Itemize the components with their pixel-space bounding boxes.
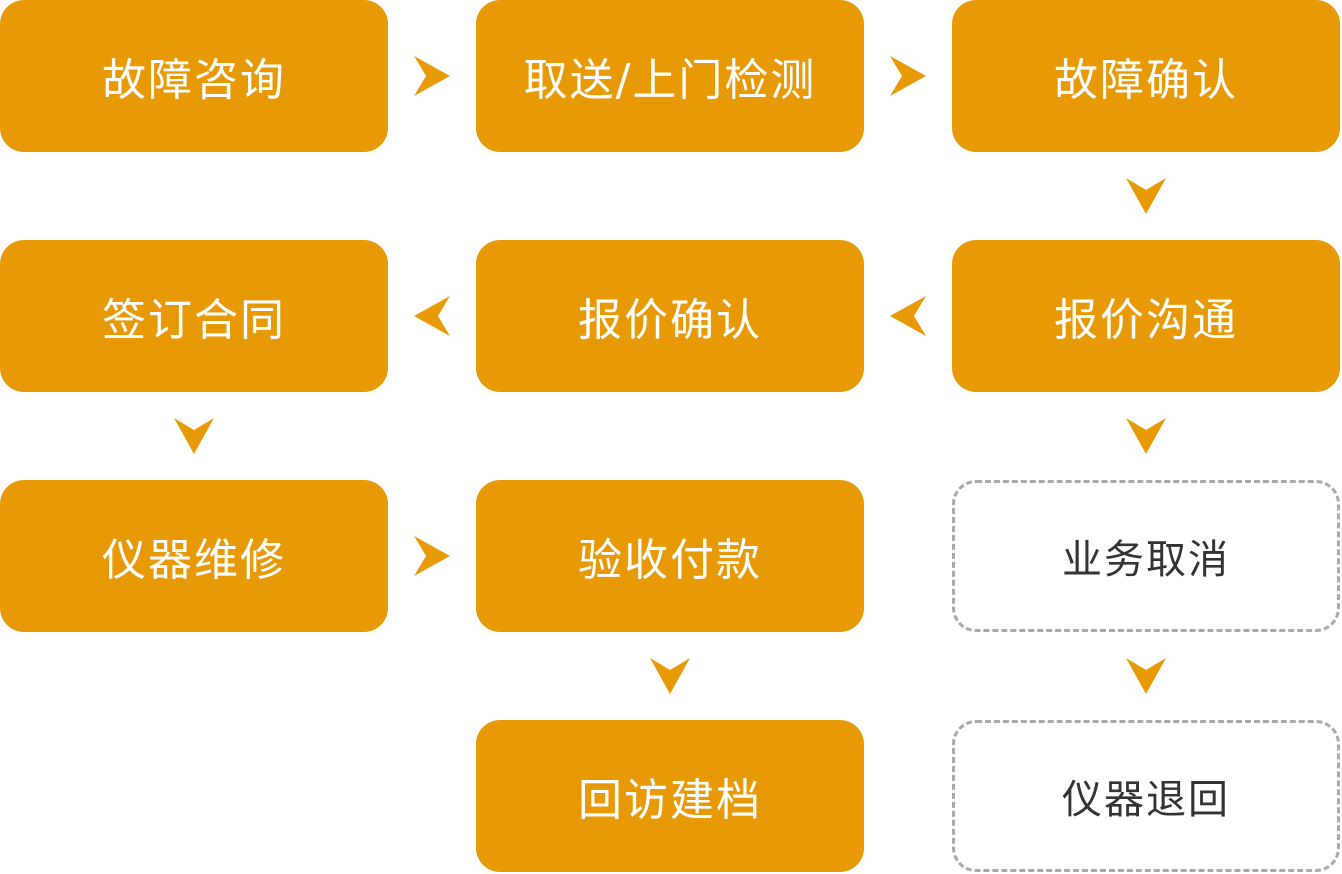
node-label: 报价沟通 (1054, 295, 1238, 346)
node-label: 业务取消 (1062, 537, 1230, 583)
arrow-down-icon (1124, 654, 1168, 698)
node-quote-confirm: 报价确认 (476, 240, 864, 392)
node-instrument-repair: 仪器维修 (0, 480, 388, 632)
node-label: 取送/上门检测 (523, 55, 817, 106)
node-fault-consult: 故障咨询 (0, 0, 388, 152)
node-business-cancel: 业务取消 (952, 480, 1340, 632)
node-label: 回访建档 (578, 775, 762, 826)
node-quote-communicate: 报价沟通 (952, 240, 1340, 392)
arrow-down-icon (1124, 174, 1168, 218)
node-acceptance-payment: 验收付款 (476, 480, 864, 632)
node-sign-contract: 签订合同 (0, 240, 388, 392)
node-label: 验收付款 (578, 535, 762, 586)
node-followup-archive: 回访建档 (476, 720, 864, 872)
arrow-right-icon (410, 534, 454, 578)
arrow-left-icon (410, 294, 454, 338)
node-label: 签订合同 (102, 295, 286, 346)
node-label: 故障咨询 (102, 55, 286, 106)
node-label: 仪器退回 (1062, 777, 1230, 823)
node-label: 故障确认 (1054, 55, 1238, 106)
node-pickup-inspect: 取送/上门检测 (476, 0, 864, 152)
arrow-down-icon (648, 654, 692, 698)
arrow-left-icon (886, 294, 930, 338)
arrow-down-icon (1124, 414, 1168, 458)
node-label: 仪器维修 (102, 535, 286, 586)
arrow-right-icon (410, 54, 454, 98)
node-fault-confirm: 故障确认 (952, 0, 1340, 152)
node-instrument-return: 仪器退回 (952, 720, 1340, 872)
arrow-down-icon (172, 414, 216, 458)
arrow-right-icon (886, 54, 930, 98)
node-label: 报价确认 (578, 295, 762, 346)
